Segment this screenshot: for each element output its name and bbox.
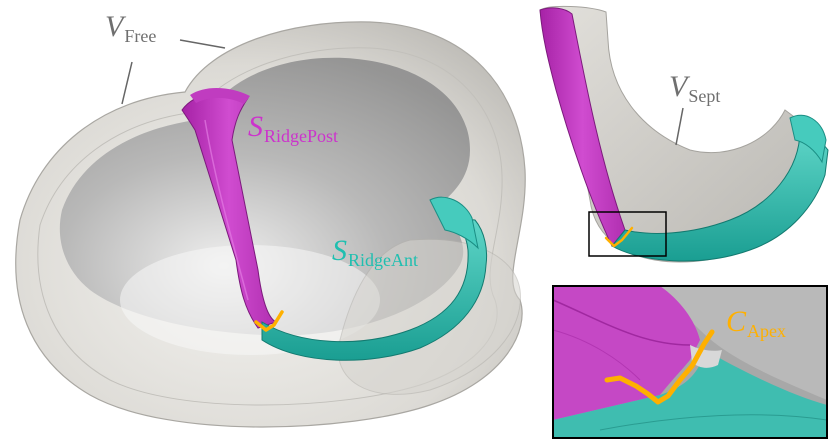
label-s-ridge-ant: SRidgeAnt	[332, 234, 418, 270]
label-v-free-sub: Free	[124, 26, 157, 46]
septum-teal-flap	[789, 114, 827, 164]
label-s-ridge-post: SRidgePost	[248, 110, 338, 146]
v-sept-leader-line	[675, 107, 684, 146]
ridge-ant-surface	[261, 196, 488, 361]
label-v-free: VFree	[105, 10, 156, 46]
label-c-apex: CApex	[726, 305, 786, 341]
label-v-sept-sub: Sept	[688, 86, 721, 106]
apex-curve-left	[254, 310, 284, 332]
zoom-region-box	[588, 211, 667, 257]
apex-curve-septum	[604, 226, 634, 248]
label-v-free-main: V	[105, 10, 124, 43]
label-s-ridge-post-main: S	[248, 110, 263, 143]
v-free-leader-lines	[121, 39, 226, 105]
label-s-ridge-ant-main: S	[332, 234, 347, 267]
label-s-ridge-post-sub: RidgePost	[264, 126, 339, 146]
ridge-post-surface	[181, 87, 278, 329]
label-v-sept: VSept	[669, 70, 720, 106]
zoom-inset	[552, 285, 828, 439]
label-c-apex-sub: Apex	[747, 321, 787, 341]
label-s-ridge-ant-sub: RidgeAnt	[348, 250, 418, 270]
label-v-sept-main: V	[669, 70, 688, 103]
label-c-apex-main: C	[726, 305, 747, 338]
